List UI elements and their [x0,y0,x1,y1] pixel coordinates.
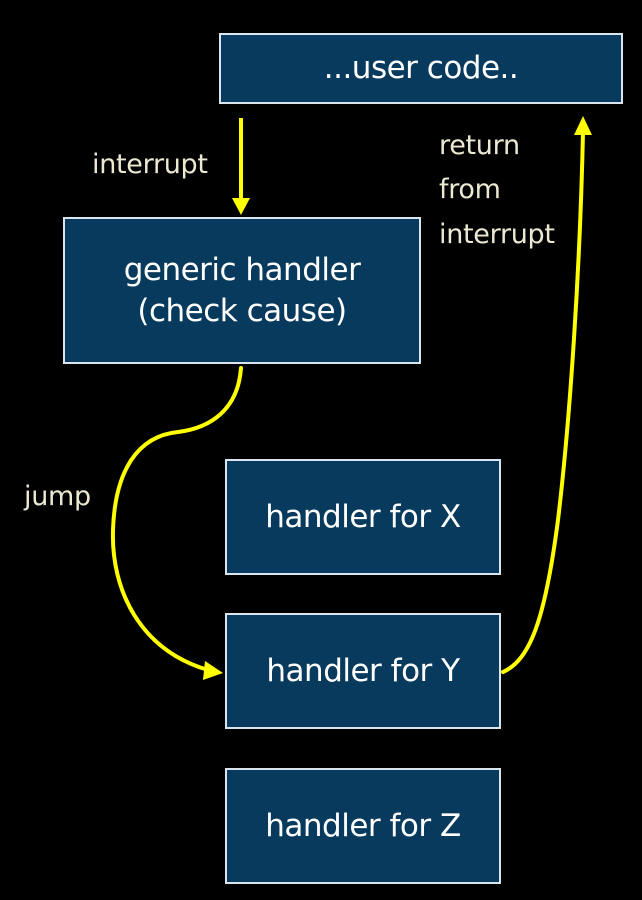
interrupt-label: interrupt [92,143,208,187]
user-code-box: ...user code.. [219,33,623,104]
return-label-line-1: return [439,130,520,161]
handler-x-text: handler for X [265,498,461,535]
return-arrowhead [574,116,592,135]
handler-y-text: handler for Y [266,652,460,689]
return-label-line-3: interrupt [439,218,555,250]
jump-arrowhead [203,661,223,680]
jump-arrow [110,366,243,672]
handler-z-box: handler for Z [225,768,501,884]
generic-handler-title: generic handler [123,251,361,288]
return-from-interrupt-label: return from interrupt [439,124,555,257]
handler-y-box: handler for Y [225,613,501,729]
jump-label: jump [24,475,91,519]
interrupt-label-text: interrupt [92,149,208,180]
generic-handler-box: generic handler (check cause) [63,217,421,364]
generic-handler-subtitle: (check cause) [137,292,347,329]
jump-label-text: jump [24,481,91,512]
interrupt-arrowhead [232,198,250,215]
return-label-line-2: from [439,174,501,206]
handler-z-text: handler for Z [265,807,461,844]
handler-x-box: handler for X [225,459,501,575]
user-code-text: ...user code.. [323,50,519,87]
